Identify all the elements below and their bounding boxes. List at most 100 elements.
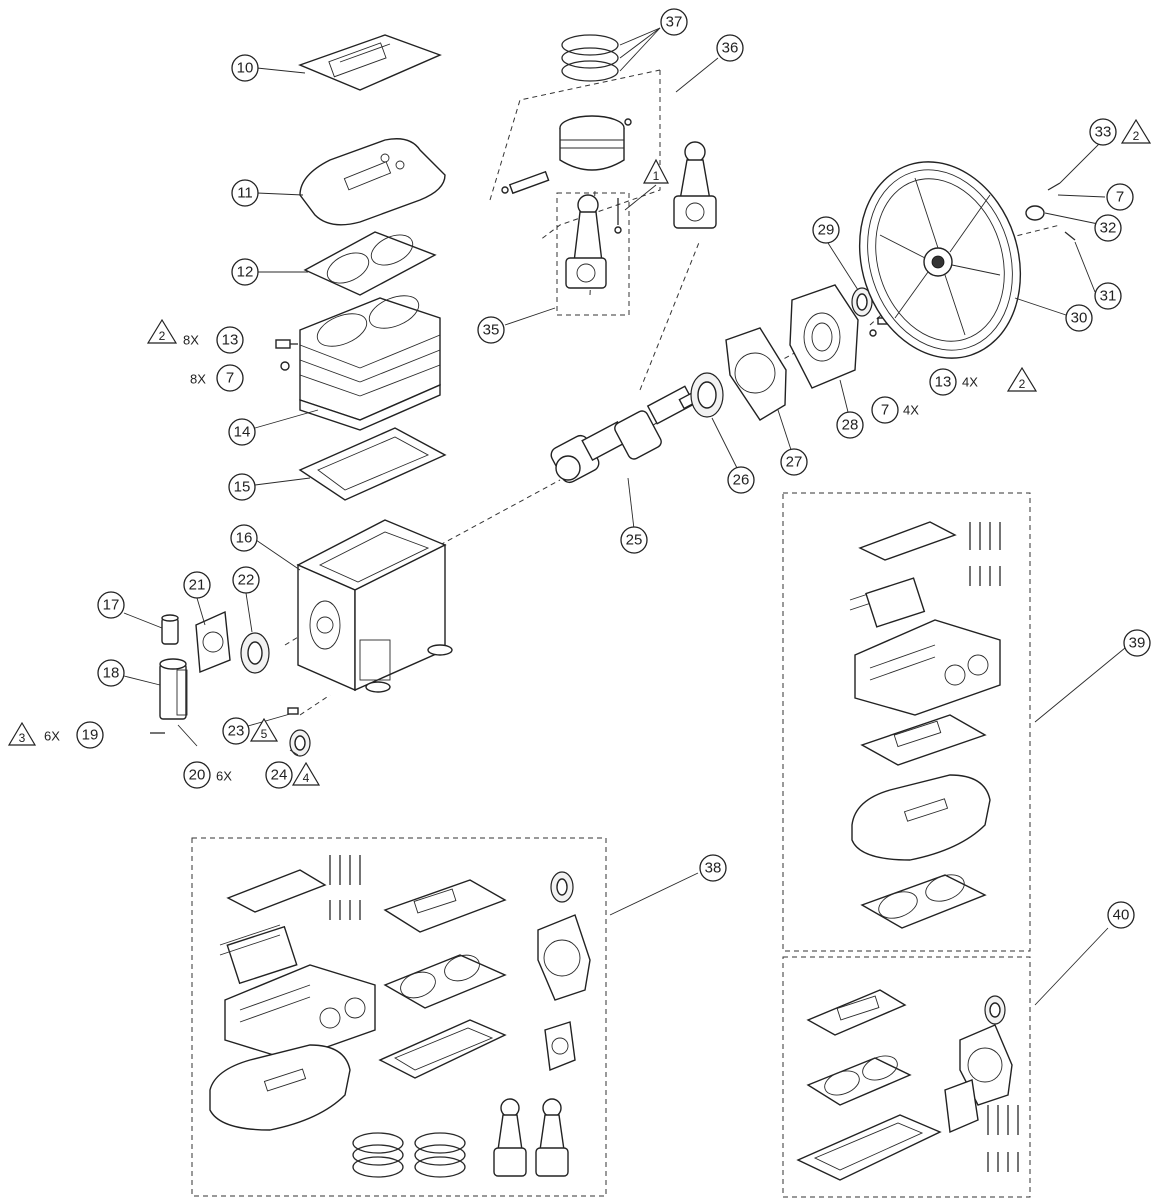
kit-38-contents [209,855,591,1178]
svg-text:31: 31 [1100,288,1117,305]
callout-29: 29 [812,216,840,244]
gasket-27 [725,327,787,421]
svg-text:4: 4 [303,771,310,785]
callout-20: 20 [183,761,211,789]
gasket-12 [303,231,437,296]
svg-text:14: 14 [234,424,251,441]
callout-38: 38 [699,854,727,882]
svg-text:39: 39 [1129,635,1146,652]
gasket-10 [298,34,442,91]
note-triangle-1: 1 [643,158,669,184]
connecting-rod-b [673,141,717,229]
callout-22: 22 [232,566,260,594]
svg-text:27: 27 [786,454,803,471]
callout-28: 28 [836,411,864,439]
svg-text:11: 11 [237,185,253,202]
bearing-housing-28 [789,284,859,389]
kit-box-39 [782,492,1031,952]
callout-25: 25 [620,526,648,554]
crankcase-16 [296,519,453,693]
rings-37 [561,34,619,82]
svg-text:1: 1 [653,169,660,183]
svg-text:37: 37 [666,14,683,31]
svg-text:29: 29 [818,222,835,239]
bearing-26 [690,372,724,418]
svg-text:7: 7 [881,402,889,419]
gasket-15 [298,427,447,501]
svg-text:19: 19 [82,727,99,744]
svg-text:26: 26 [733,472,750,489]
valve-plate-11 [299,138,446,226]
kit-40-contents [796,989,1019,1181]
svg-text:5: 5 [261,727,268,741]
callout-10: 10 [231,54,259,82]
callout-35: 35 [477,316,505,344]
gasket-21 [195,610,231,674]
svg-text:21: 21 [189,577,206,594]
callout-18: 18 [97,659,125,687]
callout-13-left: 13 [216,326,244,354]
seal-29 [851,287,873,317]
callout-7-mid: 7 [871,396,899,424]
svg-text:25: 25 [626,532,643,549]
callout-40: 40 [1107,901,1135,929]
callout-12: 12 [231,258,259,286]
breather-17 [161,614,179,645]
callout-36: 36 [716,34,744,62]
screw-23 [287,707,299,715]
note-triangle-3: 3 [7,721,37,746]
qty-8x-washer: 8X [190,372,206,387]
svg-text:24: 24 [271,767,288,784]
svg-text:18: 18 [103,665,120,682]
svg-text:32: 32 [1100,220,1117,237]
svg-text:23: 23 [228,723,245,740]
callout-14: 14 [228,418,256,446]
connecting-rod-35 [565,194,622,289]
note-triangle-2-left: 2 [146,318,178,344]
svg-text:12: 12 [237,264,254,281]
qty-8x-bolt: 8X [183,333,199,348]
svg-text:2: 2 [1019,377,1026,391]
callout-16: 16 [230,524,258,552]
note-triangle-2-right: 2 [1006,366,1038,392]
callout-19: 19 [76,721,104,749]
svg-text:10: 10 [237,60,254,77]
callout-17: 17 [97,591,125,619]
svg-text:38: 38 [705,860,722,877]
qty-6x-screw: 6X [44,729,60,744]
callout-7-right: 7 [1106,183,1134,211]
svg-text:33: 33 [1095,124,1112,141]
note-triangle-2-top: 2 [1120,118,1152,144]
kit-box-38 [191,837,607,1197]
side-cover-18 [159,658,188,720]
qty-4x-washer: 4X [903,403,919,418]
callout-11: 11 [231,179,259,207]
svg-text:3: 3 [19,731,26,745]
bolt-13-left [275,339,298,371]
callout-30: 30 [1065,304,1093,332]
svg-text:40: 40 [1113,907,1130,924]
callout-7-left: 7 [216,364,244,392]
note-triangle-4: 4 [291,761,321,786]
svg-text:15: 15 [234,479,251,496]
svg-text:30: 30 [1071,310,1088,327]
callout-23: 23 [222,717,250,745]
svg-text:2: 2 [159,329,166,343]
callout-37: 37 [660,8,688,36]
svg-text:22: 22 [238,572,255,589]
washer-32 [1025,182,1076,241]
note-triangle-5: 5 [249,717,279,742]
svg-text:35: 35 [483,322,500,339]
crankshaft-25 [550,384,712,484]
plug-24 [289,729,311,757]
callout-15: 15 [228,473,256,501]
callout-32: 32 [1094,214,1122,242]
leader-lines [123,27,1126,1006]
svg-text:17: 17 [103,597,120,614]
callout-39: 39 [1123,629,1151,657]
svg-text:36: 36 [722,40,739,57]
callout-13-right: 13 [929,368,957,396]
callout-27: 27 [780,448,808,476]
cylinder-14 [299,295,441,431]
